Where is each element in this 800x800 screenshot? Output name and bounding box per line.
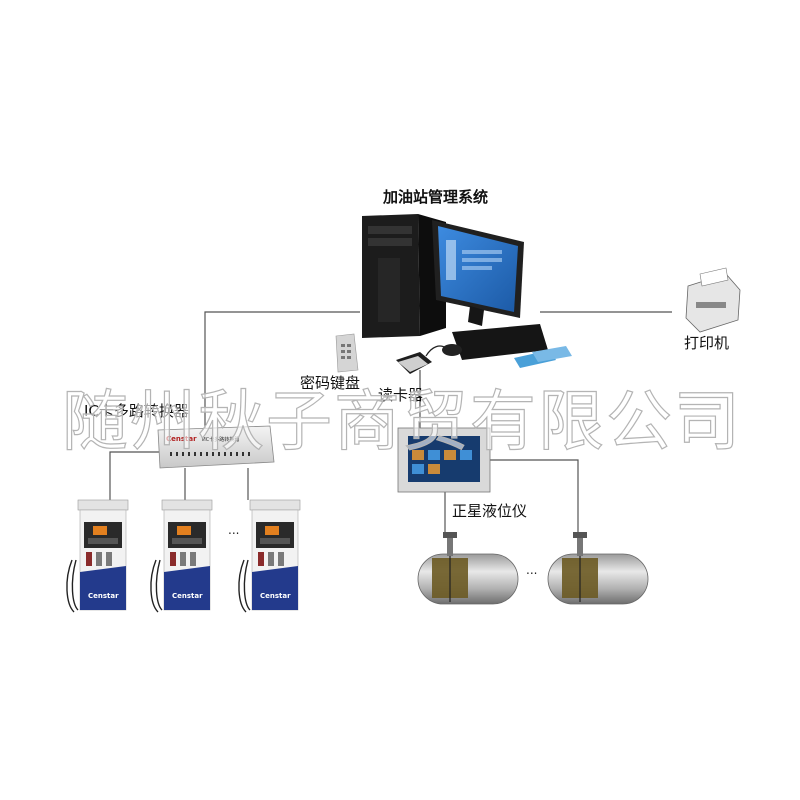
connection-lines xyxy=(109,311,672,538)
oil-tank-2 xyxy=(547,531,649,605)
pc-tower xyxy=(362,214,446,338)
ic-converter-device: Censtar ИС卡多路转换器 xyxy=(157,425,275,469)
tank-ellipsis: ... xyxy=(526,563,537,577)
printer-device xyxy=(685,267,741,333)
converter-brand: Censtar xyxy=(166,435,197,443)
label-ic-converter: IC卡多路转换器 xyxy=(84,402,189,420)
dispenser-ellipsis: ... xyxy=(228,523,239,537)
pin-keypad xyxy=(335,333,359,373)
fuel-dispenser-1: Censtar xyxy=(66,499,129,613)
fuel-dispenser-2: Censtar xyxy=(150,499,213,613)
line-pc-to-converter xyxy=(204,311,360,435)
label-printer: 打印机 xyxy=(684,334,730,352)
card-reader xyxy=(396,345,447,374)
line-gauge-to-tank-2 xyxy=(490,459,579,538)
label-management-system: 加油站管理系统 xyxy=(383,188,489,206)
label-card-reader: 读卡器 xyxy=(378,386,424,404)
fuel-dispenser-3: Censtar xyxy=(238,499,301,613)
dispenser-2-brand: Censtar xyxy=(172,592,203,600)
keyboard xyxy=(452,324,548,360)
mouse xyxy=(442,344,462,356)
ic-cards xyxy=(514,346,572,368)
oil-tank-1 xyxy=(417,531,519,605)
level-gauge-console xyxy=(397,427,491,493)
monitor xyxy=(432,220,524,326)
label-level-gauge: 正星液位仪 xyxy=(452,502,528,520)
converter-model: ИС卡多路转换器 xyxy=(202,436,239,443)
dispenser-3-brand: Censtar xyxy=(260,592,291,600)
label-pin-keypad: 密码键盘 xyxy=(300,374,361,392)
dispenser-1-brand: Censtar xyxy=(88,592,119,600)
line-converter-to-dispenser-1 xyxy=(109,451,160,520)
